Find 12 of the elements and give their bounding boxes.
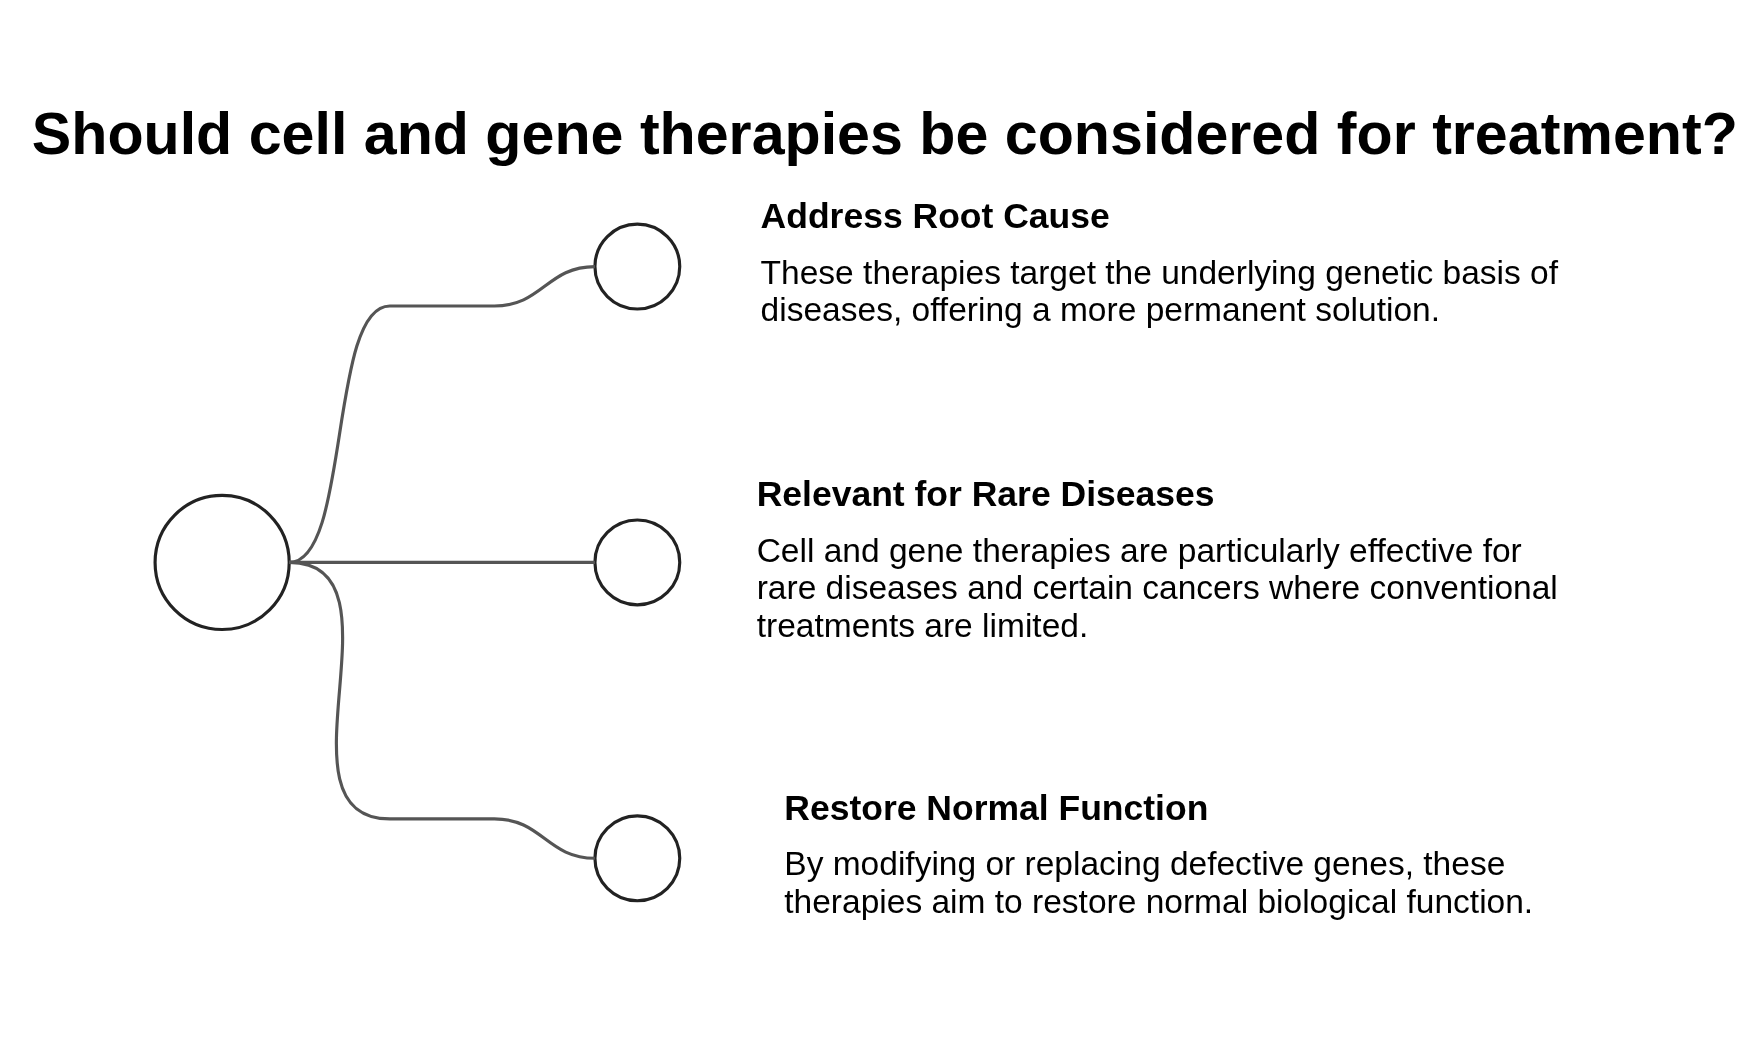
node-label: These therapies target the underlying genetic basis of diseases, offering a more permanent solution.	[760, 253, 1559, 329]
diagram-title: Should cell and gene therapies be considered for treatment?	[31, 100, 1738, 168]
node-label: Relevant for Rare Diseases	[756, 474, 1215, 515]
node-circle	[593, 518, 682, 607]
node-circle	[593, 814, 682, 903]
node-label: By modifying or replacing defective genes, these therapies aim to restore normal biological function.	[784, 845, 1534, 920]
node-label: Restore Normal Function	[784, 787, 1209, 828]
node-label: Cell and gene therapies are particularly effective for rare diseases and certain cancers where conventional treatments are limited.	[756, 531, 1558, 644]
node-label: Address Root Cause	[760, 195, 1110, 236]
connector	[288, 560, 596, 860]
node-circle	[593, 222, 682, 311]
node-circle	[153, 493, 291, 632]
